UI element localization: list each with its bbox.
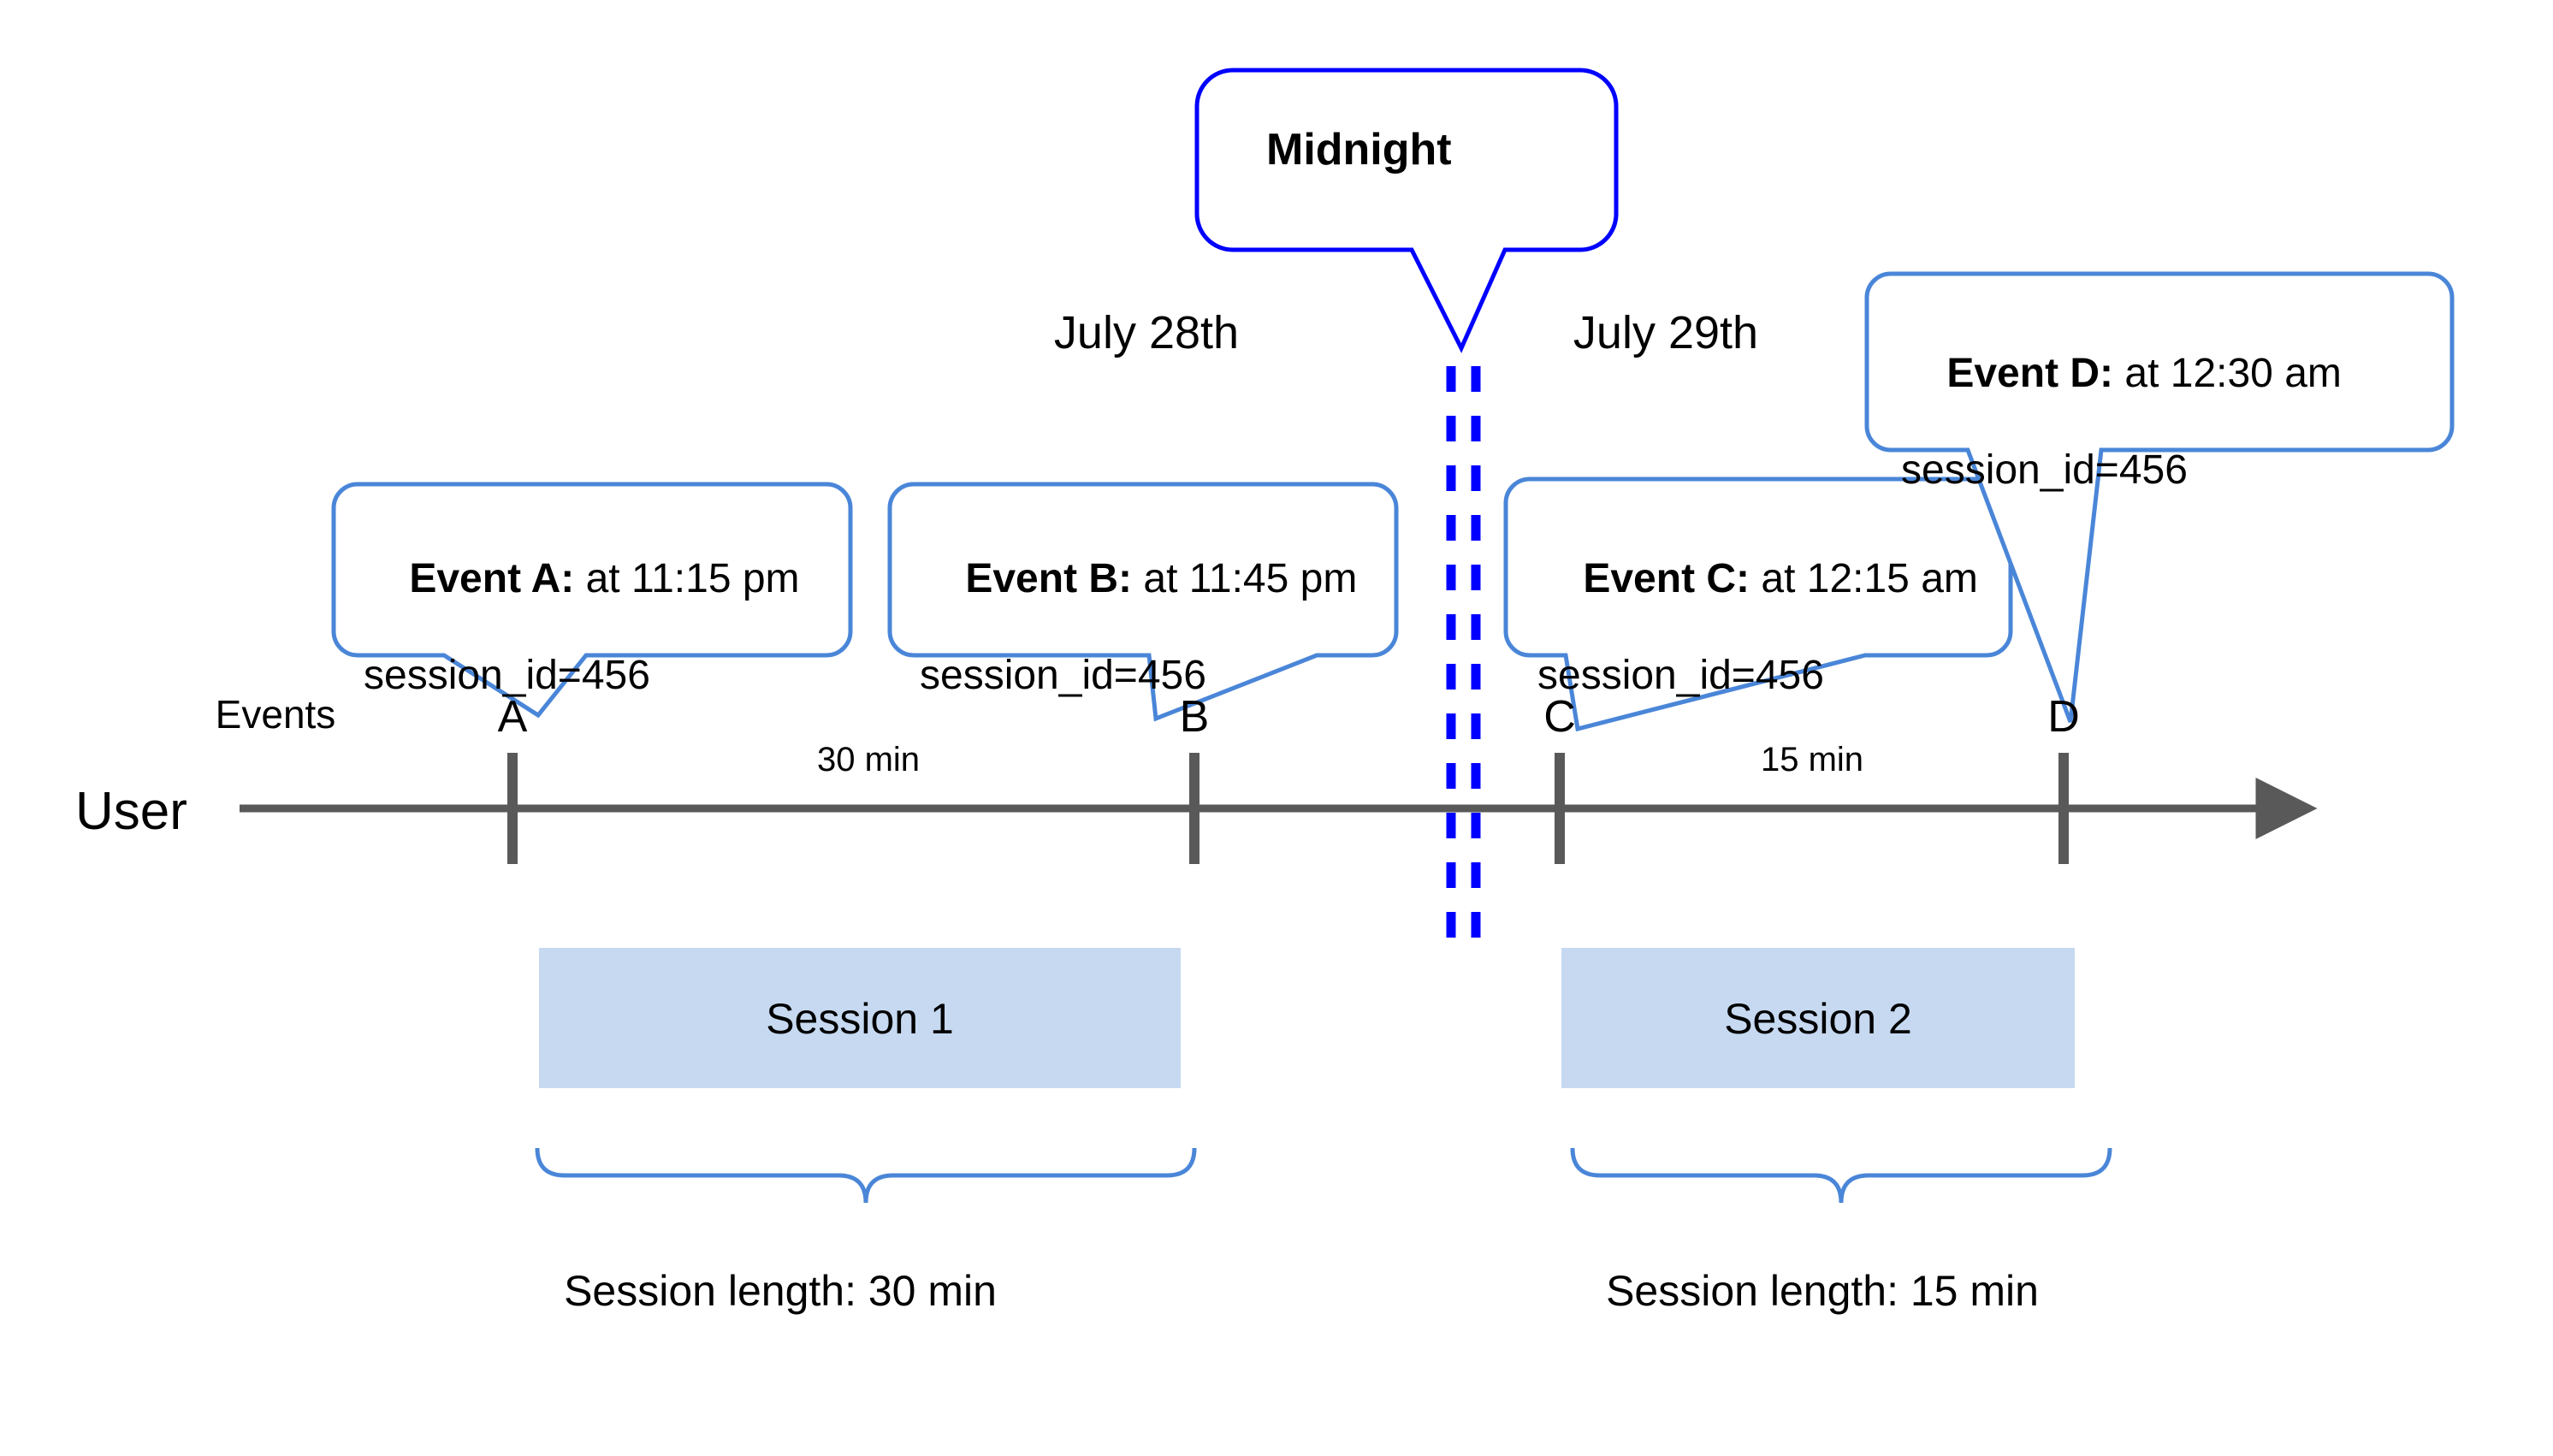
tick-label-b: B	[1179, 692, 1210, 742]
tick-label-c: C	[1543, 692, 1576, 742]
event-a-title: Event A:	[409, 555, 575, 601]
event-b-callout-text: Event B: at 11:45 pm session_id=456	[920, 506, 1357, 797]
event-d-session-id: session_id=456	[1901, 447, 2188, 493]
tick-label-a: A	[497, 692, 528, 742]
event-d-callout-shape	[1864, 271, 2455, 723]
event-a-callout-text: Event A: at 11:15 pm session_id=456	[364, 506, 800, 797]
event-c-title: Event C:	[1583, 555, 1750, 601]
session-braces	[535, 1147, 2112, 1204]
midnight-divider-lines	[1446, 366, 1481, 941]
session-2-length-label: Session length: 15 min	[1606, 1267, 2039, 1315]
midnight-callout-shape	[1194, 68, 1619, 353]
session-1-length-label: Session length: 30 min	[564, 1267, 997, 1315]
event-b-callout-shape	[887, 482, 1399, 722]
session-1-brace	[535, 1147, 1197, 1204]
date-label-right: July 29th	[1573, 307, 1759, 358]
event-b-session-id: session_id=456	[920, 652, 1206, 698]
midnight-label: Midnight	[1266, 125, 1452, 175]
event-b-title: Event B:	[965, 555, 1133, 601]
session-2-label: Session 2	[1724, 995, 1912, 1043]
interval-label-15-min: 15 min	[1760, 741, 1864, 778]
session-2-bar	[1561, 948, 2075, 1088]
event-c-detail: at 12:15 am	[1750, 555, 1978, 601]
event-a-session-id: session_id=456	[364, 652, 650, 698]
session-1-bar	[539, 948, 1181, 1088]
event-d-detail: at 12:30 am	[2113, 350, 2342, 396]
event-c-callout-text: Event C: at 12:15 am session_id=456	[1537, 506, 1978, 797]
event-d-title: Event D:	[1946, 350, 2114, 396]
timeline-ticks	[507, 753, 2069, 864]
event-c-session-id: session_id=456	[1537, 652, 1824, 698]
event-a-callout-shape	[331, 482, 853, 719]
session-1-label: Session 1	[766, 995, 954, 1043]
events-row-label: Events	[215, 692, 336, 737]
session-bars	[539, 948, 2075, 1088]
session-2-brace	[1570, 1147, 2112, 1204]
tick-label-d: D	[2047, 692, 2080, 742]
interval-label-30-min: 30 min	[816, 741, 921, 778]
event-a-detail: at 11:15 pm	[574, 555, 800, 601]
event-b-detail: at 11:45 pm	[1132, 555, 1358, 601]
date-label-left: July 28th	[1053, 307, 1240, 358]
user-row-label: User	[75, 782, 187, 841]
event-d-callout-text: Event D: at 12:30 am session_id=456	[1901, 301, 2342, 592]
